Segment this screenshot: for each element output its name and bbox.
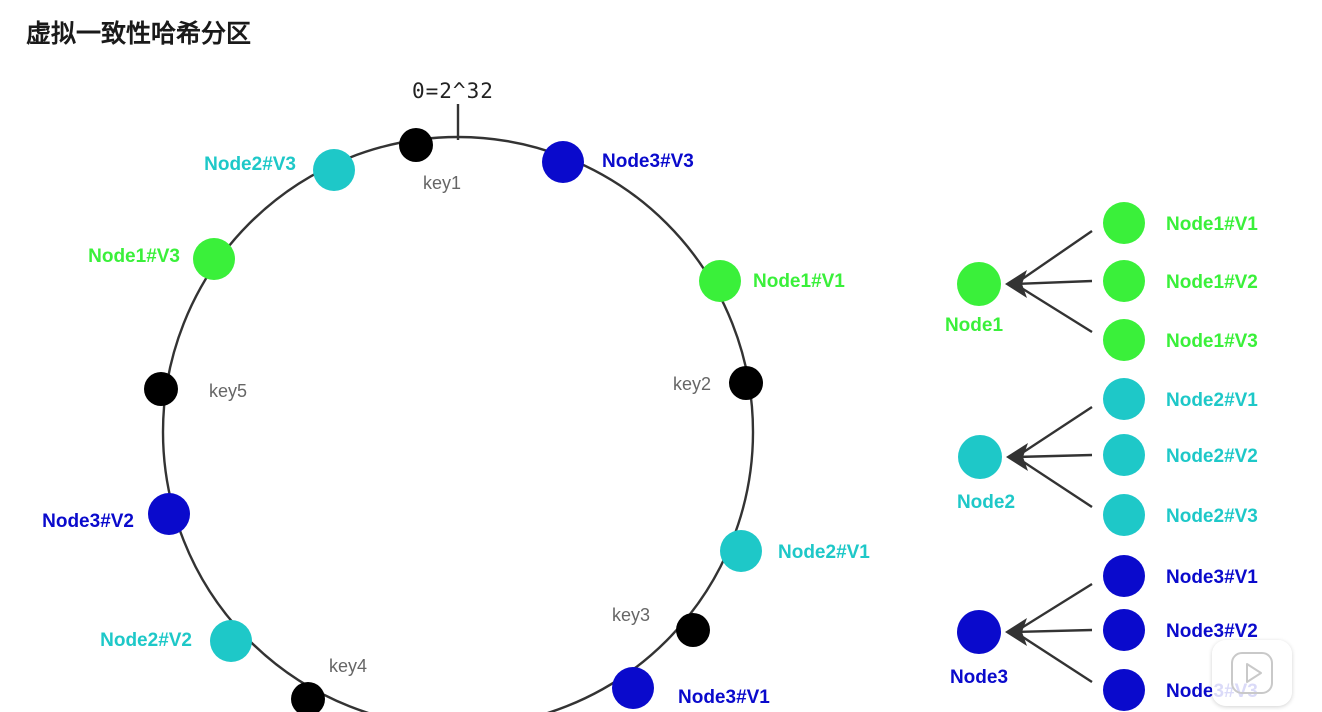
ring-keys: key1 key2 key3 key4 key5 — [144, 128, 763, 712]
legend-node3-child-node3-v3-marker — [1103, 669, 1145, 711]
legend-node3-marker — [957, 610, 1001, 654]
legend-node2-marker — [958, 435, 1002, 479]
ring-key-key1-label: key1 — [423, 173, 461, 193]
ring-node-node3-v3-marker — [542, 141, 584, 183]
legend-node1-child-node1-v3-marker — [1103, 319, 1145, 361]
legend-node2-child-node2-v1-marker — [1103, 378, 1145, 420]
legend-node2-connector-1 — [1015, 405, 1093, 459]
legend-node3-connector-3 — [1014, 630, 1093, 684]
ring-node-node2-v1-label: Node2#V1 — [778, 542, 870, 563]
play-icon — [1231, 652, 1273, 694]
legend-node2-child-node2-v2-label: Node2#V2 — [1166, 446, 1258, 467]
ring-key-key5-label: key5 — [209, 381, 247, 401]
ring-node-node1-v1-label: Node1#V1 — [753, 271, 845, 292]
legend-node3-child-node3-v2-marker — [1103, 609, 1145, 651]
legend-node3-child-node3-v2-label: Node3#V2 — [1166, 621, 1258, 642]
legend-node3-child-node3-v1-label: Node3#V1 — [1166, 567, 1258, 588]
ring-node-node3-v1-label: Node3#V1 — [678, 687, 770, 708]
ring-node-node1-v3-label: Node1#V3 — [88, 246, 180, 267]
legend-node1-child-node1-v1-label: Node1#V1 — [1166, 214, 1258, 235]
ring-node-node3-v1-marker — [612, 667, 654, 709]
ring-node-node2-v2-marker — [210, 620, 252, 662]
legend-node1-label: Node1 — [945, 315, 1004, 336]
legend-node1-child-node1-v1-marker — [1103, 202, 1145, 244]
ring-node-node2-v2-label: Node2#V2 — [100, 630, 192, 651]
hash-ring: 0=2^32 — [161, 79, 755, 712]
ring-circle — [161, 135, 755, 712]
ring-key-key5-marker — [144, 372, 178, 406]
legend-node1-connector-2 — [1014, 279, 1093, 286]
ring-node-node3-v3-label: Node3#V3 — [602, 151, 694, 172]
ring-key-key2-label: key2 — [673, 374, 711, 394]
legend-node1-connector-1 — [1014, 230, 1093, 285]
legend-node2-child-node2-v3-label: Node2#V3 — [1166, 506, 1258, 527]
legend-node3-label: Node3 — [950, 667, 1008, 688]
ring-origin-label: 0=2^32 — [412, 79, 494, 103]
ring-node-node2-v3-label: Node2#V3 — [204, 154, 296, 175]
legend-node1-arrowhead — [1005, 270, 1027, 298]
ring-node-node1-v1-marker — [699, 260, 741, 302]
ring-node-node2-v1-marker — [720, 530, 762, 572]
legend-node2-child-node2-v3-marker — [1103, 494, 1145, 536]
legend-node2-label: Node2 — [957, 492, 1015, 513]
ring-node-node3-v2-label: Node3#V2 — [42, 511, 134, 532]
legend-node3-child-node3-v1-marker — [1103, 555, 1145, 597]
ring-key-key1-marker — [399, 128, 433, 162]
legend-node3-connector-1 — [1014, 582, 1093, 634]
legend-node3-arrowhead — [1005, 618, 1027, 646]
ring-key-key3-marker — [676, 613, 710, 647]
legend-node1-child-node1-v2-marker — [1103, 260, 1145, 302]
page-title: 虚拟一致性哈希分区 — [26, 19, 252, 48]
legend-node2-child-node2-v2-marker — [1103, 434, 1145, 476]
legend-node1-marker — [957, 262, 1001, 306]
ring-key-key4-label: key4 — [329, 656, 367, 676]
legend-node2-connector-2 — [1015, 453, 1093, 459]
ring-node-node2-v3-marker — [313, 149, 355, 191]
legend-node2-arrowhead — [1006, 443, 1028, 471]
video-play-button[interactable] — [1212, 640, 1292, 706]
legend-node2-child-node2-v1-label: Node2#V1 — [1166, 390, 1258, 411]
legend-node1-child-node1-v2-label: Node1#V2 — [1166, 272, 1258, 293]
ring-node-node1-v3-marker — [193, 238, 235, 280]
ring-key-key2-marker — [729, 366, 763, 400]
legend-node2-connector-3 — [1015, 455, 1093, 509]
legend-node1-connector-3 — [1014, 282, 1093, 334]
ring-key-key4-marker — [291, 682, 325, 712]
legend-node3-connector-2 — [1014, 628, 1093, 634]
node-legend: Node1Node1#V1Node1#V2Node1#V3Node2Node2#… — [945, 202, 1258, 711]
ring-node-node3-v2-marker — [148, 493, 190, 535]
ring-key-key3-label: key3 — [612, 605, 650, 625]
legend-node1-child-node1-v3-label: Node1#V3 — [1166, 331, 1258, 352]
